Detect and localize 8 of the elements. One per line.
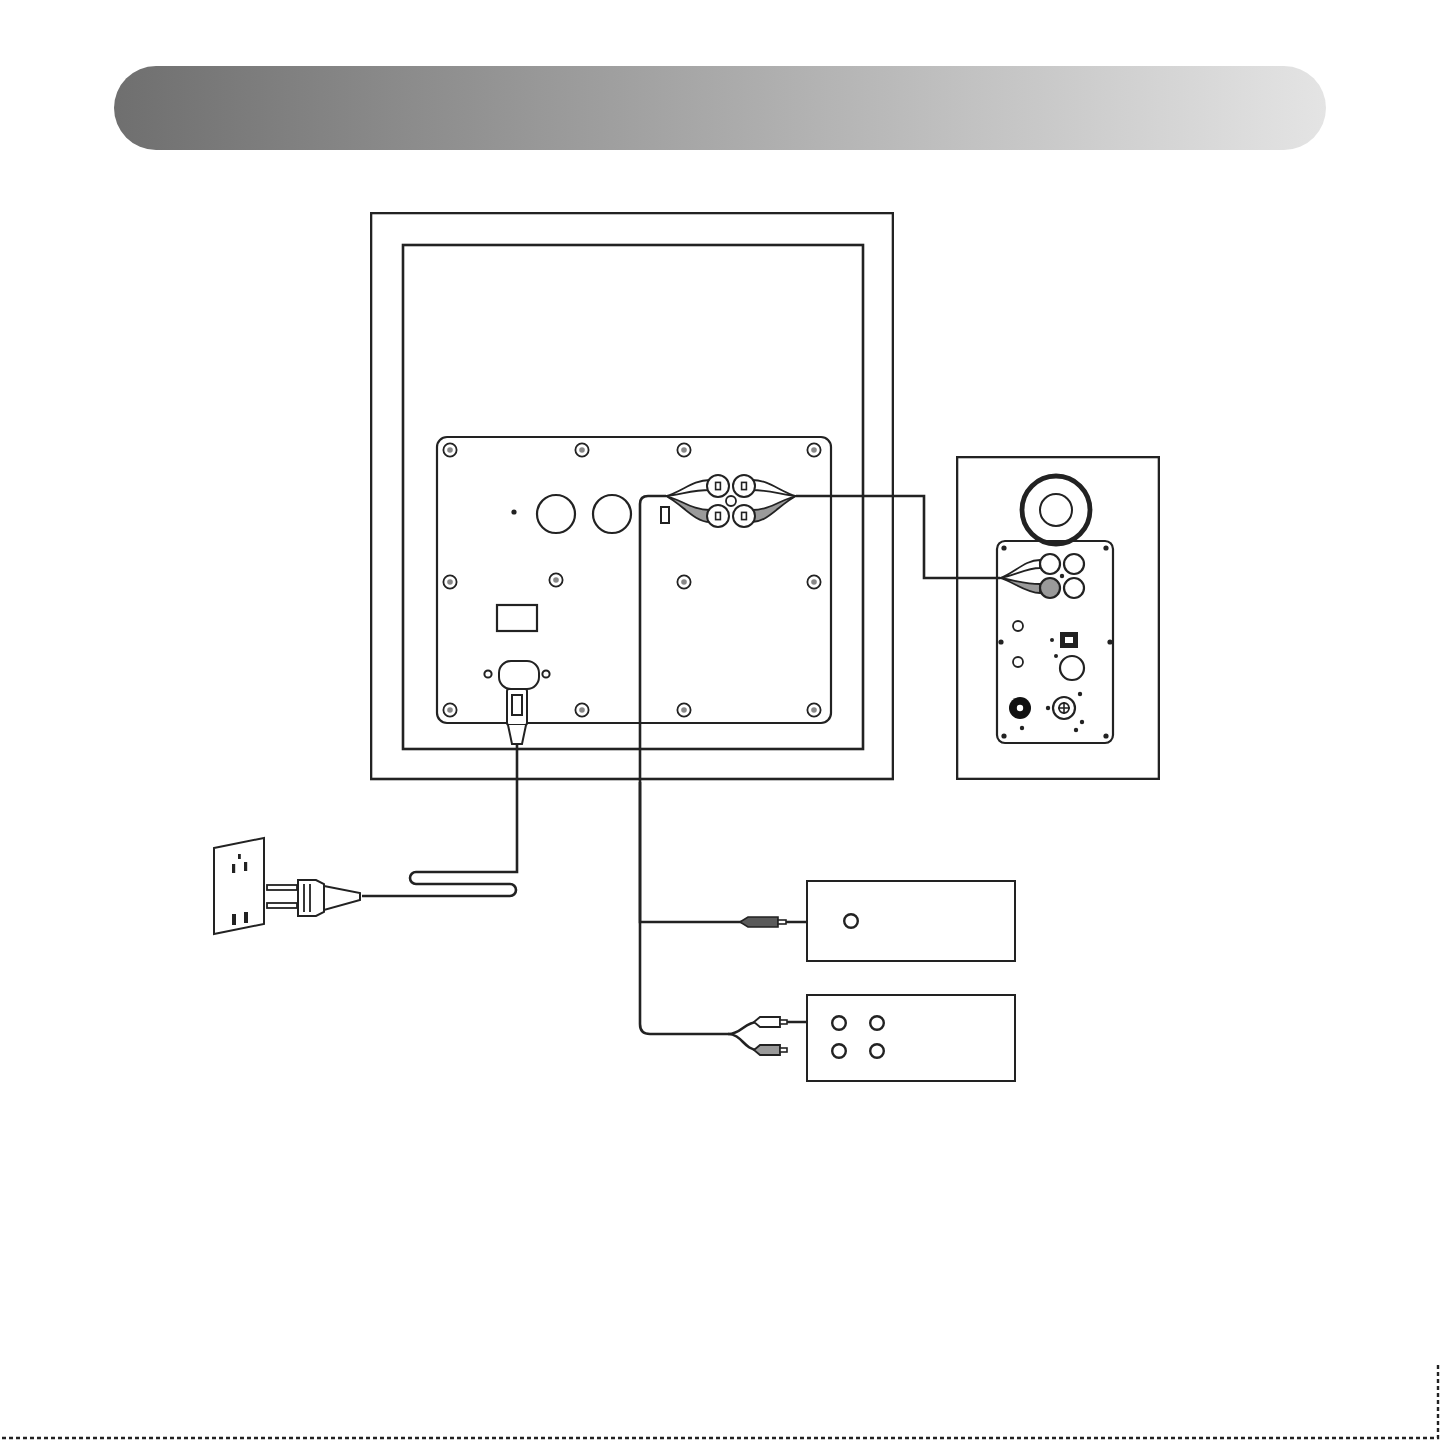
cable-line <box>362 782 519 898</box>
wall-outlet-plug-drawing <box>208 832 362 936</box>
audio-device-box <box>806 880 1016 962</box>
cable-line <box>894 494 956 580</box>
audio-device-box <box>806 994 1016 1082</box>
speaker-drawing <box>956 456 1160 780</box>
cable-line <box>638 782 806 1036</box>
subwoofer-drawing <box>370 212 894 782</box>
